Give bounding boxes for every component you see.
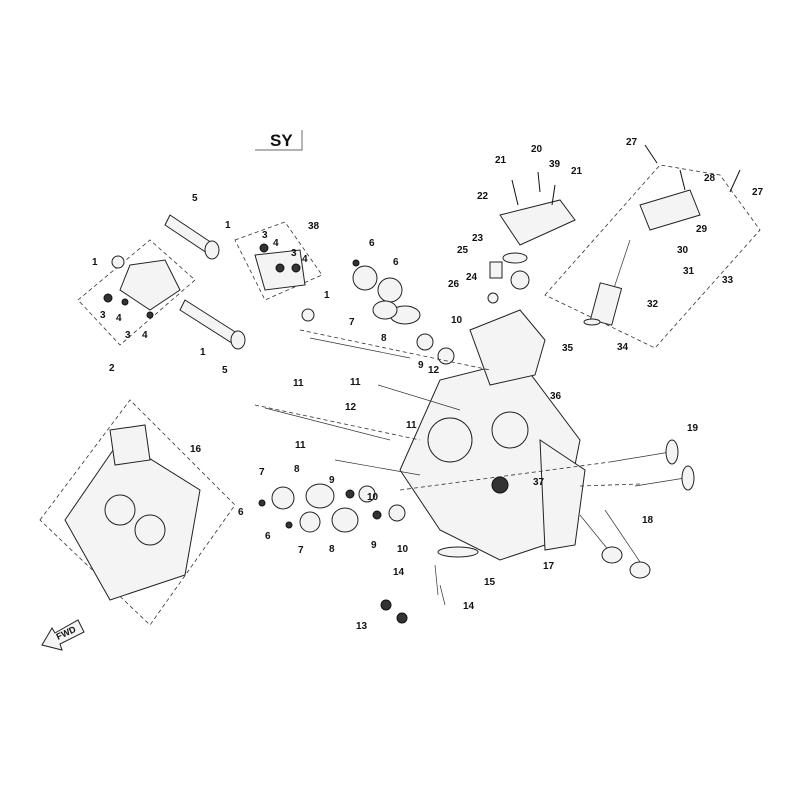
part-callout-13: 13 (356, 621, 368, 632)
part-callout-1: 1 (225, 220, 231, 231)
part-callout-2: 2 (109, 363, 115, 374)
part-callout-4: 4 (142, 330, 148, 341)
part-callout-7: 7 (259, 467, 265, 478)
rocker-arm-group-left (77, 239, 196, 346)
part-callout-6: 6 (265, 531, 271, 542)
valve-springs (258, 259, 455, 533)
part-callout-32: 32 (647, 299, 659, 310)
forward-direction-arrow: FWD (41, 619, 85, 651)
part-callout-23: 23 (472, 233, 484, 244)
part-callout-8: 8 (294, 464, 300, 475)
part-callout-6: 6 (369, 238, 375, 249)
part-callout-5: 5 (192, 193, 198, 204)
part-callout-3: 3 (100, 310, 106, 321)
part-callout-25: 25 (457, 245, 469, 256)
cylinder-head (399, 309, 586, 561)
part-callout-18: 18 (642, 515, 654, 526)
part-callout-12: 12 (345, 402, 357, 413)
part-callout-27: 27 (626, 137, 638, 148)
part-callout-4: 4 (116, 313, 122, 324)
part-callout-22: 22 (477, 191, 489, 202)
part-callout-5: 5 (222, 365, 228, 376)
part-callout-26: 26 (448, 279, 460, 290)
part-callout-35: 35 (562, 343, 574, 354)
part-callout-21: 21 (495, 155, 507, 166)
part-callout-34: 34 (617, 342, 629, 353)
bolts (264, 337, 461, 624)
part-callout-10: 10 (367, 492, 379, 503)
part-callout-38: 38 (308, 221, 320, 232)
part-callout-1: 1 (200, 347, 206, 358)
rocker-arm-group-right (234, 221, 323, 301)
part-callout-6: 6 (238, 507, 244, 518)
part-callout-29: 29 (696, 224, 708, 235)
cam-chain-tensioner (583, 144, 741, 326)
part-callout-9: 9 (329, 475, 335, 486)
part-callout-9: 9 (418, 360, 424, 371)
part-callout-7: 7 (298, 545, 304, 556)
title-frame: SY (255, 130, 303, 151)
rocker-shaft (164, 214, 246, 350)
part-callout-11: 11 (295, 440, 306, 451)
part-callout-4: 4 (302, 254, 308, 265)
part-callout-24: 24 (466, 272, 478, 283)
part-callout-1: 1 (92, 257, 98, 268)
part-callout-11: 11 (406, 420, 417, 431)
part-callout-4: 4 (273, 238, 279, 249)
part-callout-6: 6 (393, 257, 399, 268)
part-callout-7: 7 (349, 317, 355, 328)
part-callout-14: 14 (393, 567, 405, 578)
part-callout-11: 11 (350, 377, 361, 388)
part-callout-3: 3 (125, 330, 131, 341)
part-callout-8: 8 (329, 544, 335, 555)
part-callout-30: 30 (677, 245, 689, 256)
assembly-title: SY (270, 131, 293, 150)
part-callout-20: 20 (531, 144, 543, 155)
tensioner-group (544, 164, 761, 349)
part-callout-10: 10 (451, 315, 463, 326)
part-callout-37: 37 (533, 477, 545, 488)
part-callout-9: 9 (371, 540, 377, 551)
part-callout-17: 17 (543, 561, 555, 572)
part-callout-11: 11 (293, 378, 304, 389)
part-callout-19: 19 (687, 423, 699, 434)
part-callout-31: 31 (683, 266, 695, 277)
part-callout-27: 27 (752, 187, 764, 198)
part-callout-1: 1 (324, 290, 330, 301)
alignment-line (254, 329, 641, 491)
part-callout-8: 8 (381, 333, 387, 344)
valves (437, 439, 695, 579)
part-callout-3: 3 (262, 230, 268, 241)
part-callout-10: 10 (397, 544, 409, 555)
part-callout-12: 12 (428, 365, 440, 376)
part-callout-14: 14 (463, 601, 475, 612)
part-callout-15: 15 (484, 577, 496, 588)
part-callout-33: 33 (722, 275, 734, 286)
part-callout-3: 3 (291, 248, 297, 259)
part-callout-16: 16 (190, 444, 202, 455)
part-callout-21: 21 (571, 166, 583, 177)
part-callout-36: 36 (550, 391, 562, 402)
rocker-arm (103, 243, 315, 322)
part-callout-39: 39 (549, 159, 561, 170)
cylinder-head-assembled (64, 424, 201, 601)
thermostat-housing (487, 171, 576, 304)
part-callout-28: 28 (704, 173, 716, 184)
cylinder-head-assembly-group (39, 399, 236, 626)
